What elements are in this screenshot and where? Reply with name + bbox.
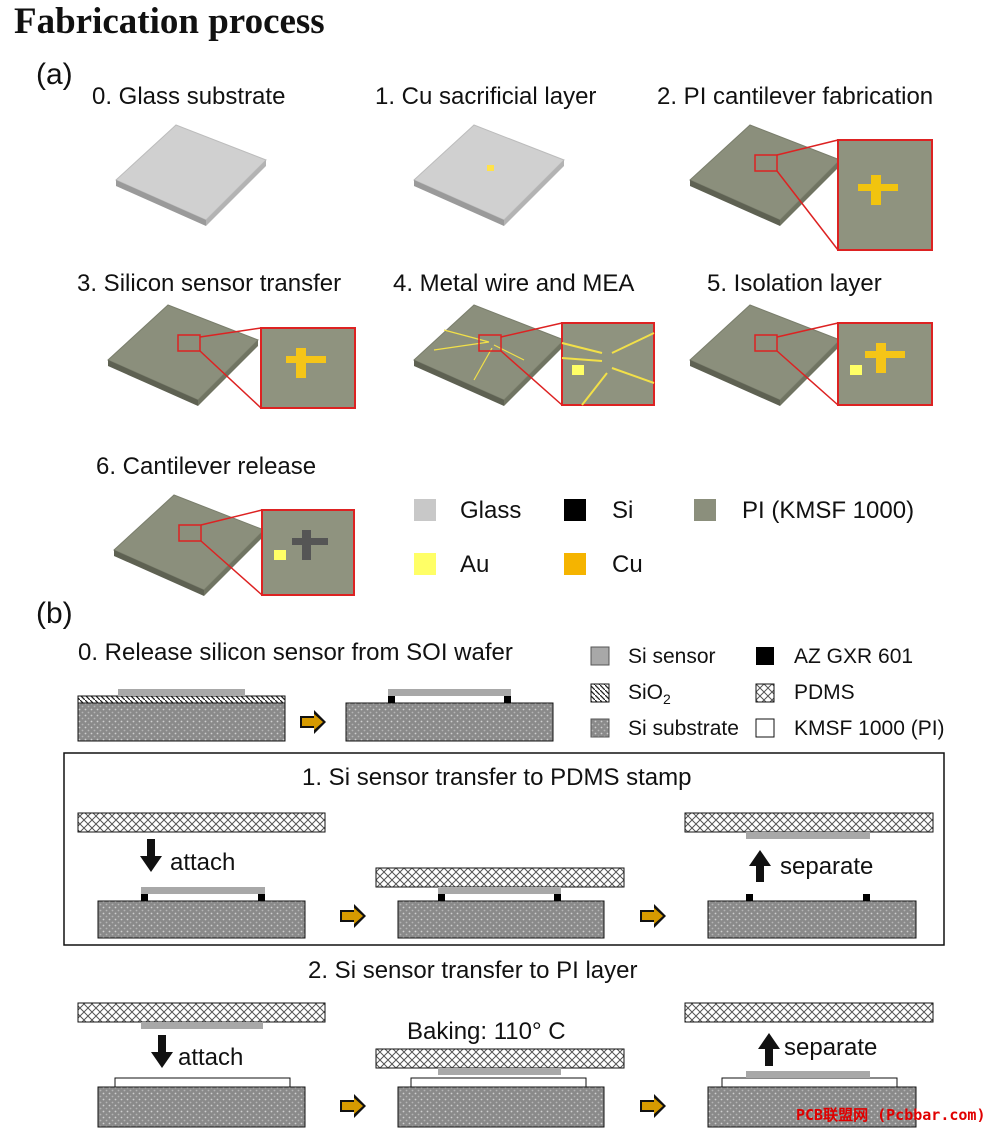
- arrow-right-2: [640, 904, 666, 928]
- legend-si-label: Si: [612, 497, 634, 524]
- legend-kmsf-swatch: [755, 718, 775, 738]
- legend-pi-swatch: [694, 499, 716, 521]
- step-4-label: 4. Metal wire and MEA: [393, 270, 635, 297]
- legend-kmsf-label: KMSF 1000 (PI): [794, 717, 945, 740]
- step1-box: [63, 752, 945, 946]
- b-step-2-label: 2. Si sensor transfer to PI layer: [308, 957, 638, 984]
- step-2-label: 2. PI cantilever fabrication: [657, 83, 934, 110]
- arrow-right-4: [640, 1094, 666, 1118]
- attach-label-2: attach: [178, 1044, 244, 1071]
- step-1-label: 1. Cu sacrificial layer: [375, 83, 597, 110]
- step2-zoom-inset: [837, 139, 933, 251]
- legend-si-substrate-swatch: [590, 718, 610, 738]
- b-step-1-label: 1. Si sensor transfer to PDMS stamp: [302, 764, 692, 791]
- legend-pdms-swatch: [755, 683, 775, 703]
- panel-b-label: (b): [36, 597, 73, 630]
- legend-az-swatch: [756, 647, 774, 665]
- soi-wafer-after: [345, 689, 554, 742]
- legend-pi-label: PI (KMSF 1000): [742, 497, 915, 524]
- step0-glass-plate: [115, 124, 267, 227]
- separate-label-2: separate: [784, 1034, 878, 1061]
- baking-label: Baking: 110° C: [407, 1018, 566, 1045]
- figure-title: Fabrication process: [14, 1, 325, 42]
- legend-cu-swatch: [564, 553, 586, 575]
- legend-sio2-label: SiO2: [628, 681, 671, 708]
- step1-cu-plate: [413, 124, 565, 227]
- legend-cu-label: Cu: [612, 551, 643, 578]
- step5-isolation-plate: [689, 304, 841, 407]
- step5-zoom-inset: [837, 322, 933, 406]
- arrow-right-3: [340, 1094, 366, 1118]
- legend-si-substrate-label: Si substrate: [628, 717, 739, 740]
- step-6-label: 6. Cantilever release: [96, 453, 317, 480]
- separate-label-1: separate: [780, 853, 874, 880]
- legend-sio2-swatch: [590, 683, 610, 703]
- step6-release-plate: [113, 494, 265, 597]
- soi-wafer-before: [77, 689, 286, 742]
- step-0-label: 0. Glass substrate: [92, 83, 286, 110]
- step4-zoom-inset: [561, 322, 655, 406]
- legend-az-label: AZ GXR 601: [794, 645, 914, 668]
- legend-glass-label: Glass: [460, 497, 522, 524]
- attach-label-1: attach: [170, 849, 236, 876]
- step3-sensor-plate: [107, 304, 259, 407]
- legend-pdms-label: PDMS: [794, 681, 855, 704]
- step4-mea-plate: [413, 304, 565, 407]
- step3-zoom-inset: [260, 327, 356, 409]
- legend-au-label: Au: [460, 551, 490, 578]
- legend-si-swatch: [564, 499, 586, 521]
- step-3-label: 3. Silicon sensor transfer: [77, 270, 342, 297]
- b-step-0-label: 0. Release silicon sensor from SOI wafer: [78, 639, 513, 666]
- step-5-label: 5. Isolation layer: [707, 270, 882, 297]
- legend-au-swatch: [414, 553, 436, 575]
- panel-a-label: (a): [36, 58, 73, 91]
- arrow-right-1: [340, 904, 366, 928]
- legend-si-sensor-swatch: [590, 646, 610, 666]
- step2-pi-plate: [689, 124, 841, 227]
- step6-zoom-inset: [261, 509, 355, 596]
- legend-si-sensor-label: Si sensor: [628, 645, 716, 668]
- watermark: PCB联盟网 (Pcbbar.com): [796, 1106, 986, 1124]
- arrow-right-0: [300, 710, 326, 734]
- legend-glass-swatch: [414, 499, 436, 521]
